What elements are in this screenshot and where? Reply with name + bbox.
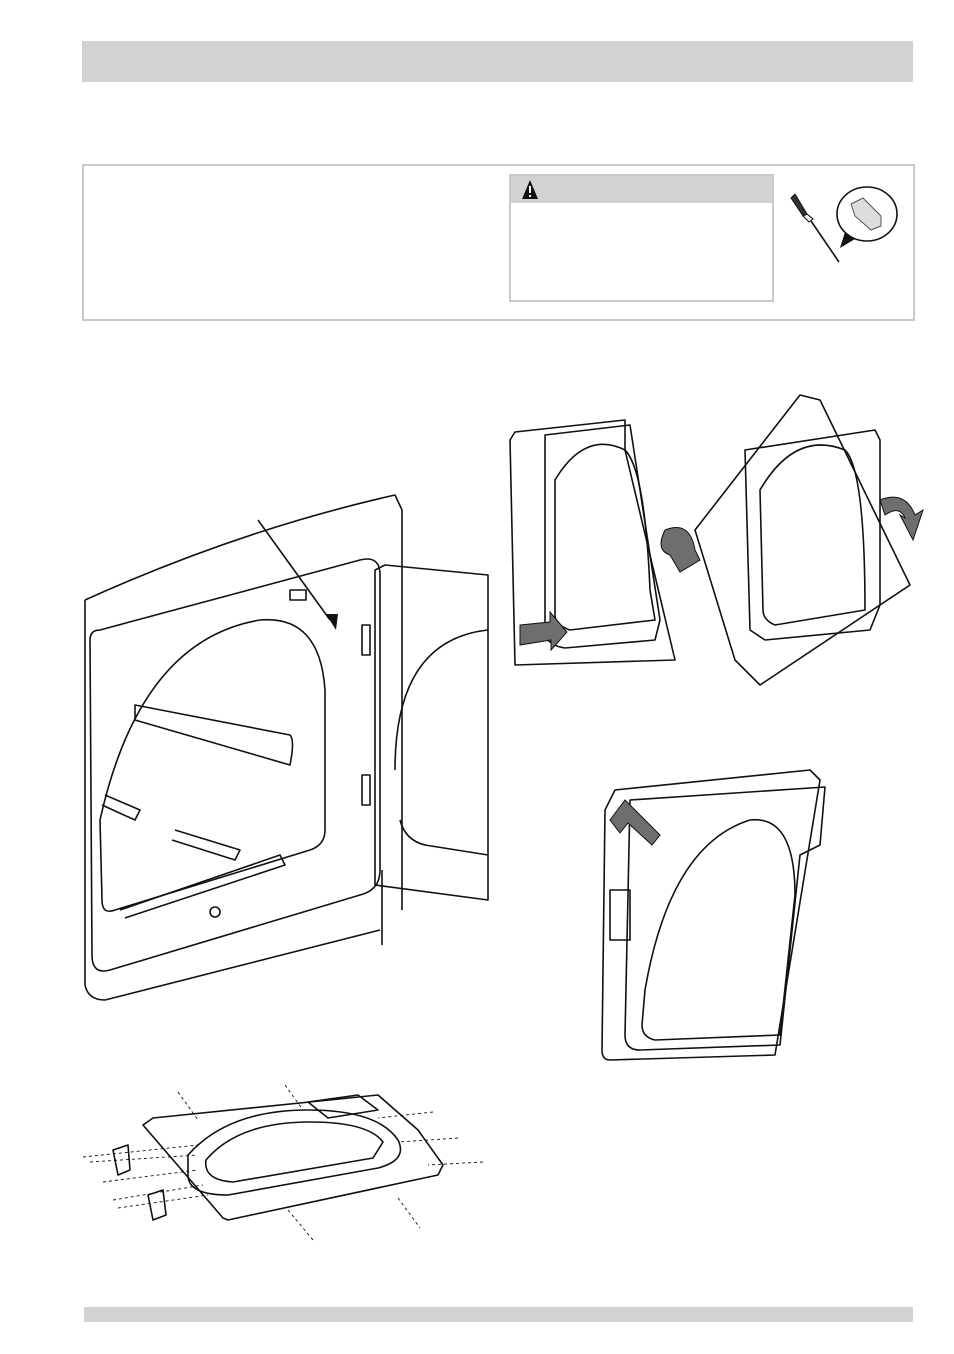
warning-header <box>511 176 772 203</box>
door-hinge-screws-exploded <box>82 1084 484 1241</box>
info-box <box>82 164 915 321</box>
section-header-bar <box>82 41 913 82</box>
phillips-screwdriver-icon <box>790 186 898 263</box>
warning-triangle-icon <box>522 180 538 199</box>
door-reinstall <box>601 769 826 1061</box>
dryer-door-screw-removal <box>84 494 489 1001</box>
footer-bar <box>84 1307 913 1322</box>
door-rotate-flip <box>509 394 924 686</box>
warning-box <box>509 174 774 302</box>
